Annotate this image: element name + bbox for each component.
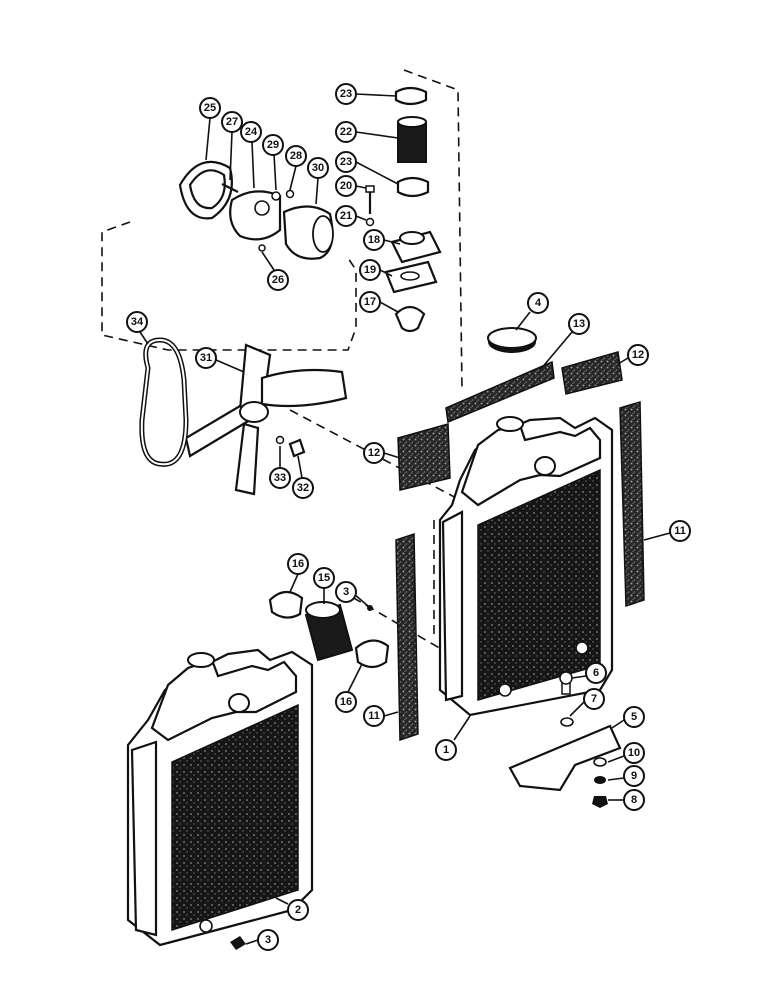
callout-number: 23 xyxy=(340,88,352,100)
callout-31: 31 xyxy=(195,347,217,369)
callout-17: 17 xyxy=(359,291,381,313)
callout-number: 33 xyxy=(274,472,286,484)
callout-9: 9 xyxy=(623,765,645,787)
radiator-lower-assembly xyxy=(126,648,314,947)
lower-hose-and-clamps xyxy=(268,590,390,669)
thermostat-housing-parts xyxy=(365,86,442,333)
callout-number: 19 xyxy=(364,264,376,276)
callout-number: 4 xyxy=(535,297,542,309)
callout-number: 6 xyxy=(593,667,599,679)
radiator-cap xyxy=(487,327,537,353)
callout-21: 21 xyxy=(335,205,357,227)
callout-number: 17 xyxy=(364,296,376,308)
callout-number: 12 xyxy=(632,349,644,361)
callout-34: 34 xyxy=(126,311,148,333)
callout-11-right: 11 xyxy=(669,520,691,542)
callout-32: 32 xyxy=(292,477,314,499)
callout-12-left: 12 xyxy=(363,442,385,464)
callout-18: 18 xyxy=(363,229,385,251)
callout-20: 20 xyxy=(335,175,357,197)
callout-25: 25 xyxy=(199,97,221,119)
callout-number: 3 xyxy=(343,586,349,598)
callout-number: 25 xyxy=(204,102,216,114)
callout-27: 27 xyxy=(221,111,243,133)
callout-number: 32 xyxy=(297,482,309,494)
callout-number: 8 xyxy=(631,794,637,806)
callout-number: 23 xyxy=(340,156,352,168)
callout-number: 3 xyxy=(265,934,271,946)
callout-7: 7 xyxy=(583,688,605,710)
callout-number: 18 xyxy=(368,234,380,246)
callout-5: 5 xyxy=(623,706,645,728)
callout-number: 21 xyxy=(340,210,352,222)
callout-30: 30 xyxy=(307,157,329,179)
callout-33: 33 xyxy=(269,467,291,489)
callout-number: 30 xyxy=(312,162,324,174)
callout-number: 28 xyxy=(290,150,302,162)
callout-28: 28 xyxy=(285,145,307,167)
callout-number: 1 xyxy=(443,744,449,756)
callout-26: 26 xyxy=(267,269,289,291)
callout-3-upper: 3 xyxy=(335,581,357,603)
callout-12-right: 12 xyxy=(627,344,649,366)
callout-2: 2 xyxy=(287,899,309,921)
callout-number: 27 xyxy=(226,116,238,128)
callout-19: 19 xyxy=(359,259,381,281)
callout-8: 8 xyxy=(623,789,645,811)
callout-number: 34 xyxy=(131,316,144,328)
callout-number: 10 xyxy=(628,747,640,759)
callout-16-lower: 16 xyxy=(335,691,357,713)
callout-4: 4 xyxy=(527,292,549,314)
callout-number: 13 xyxy=(573,318,585,330)
callout-number: 16 xyxy=(292,558,304,570)
callout-11-left: 11 xyxy=(363,705,385,727)
callout-13: 13 xyxy=(568,313,590,335)
callouts: 1 2 3 3 4 5 6 7 8 9 10 11 11 12 12 13 15 xyxy=(126,83,691,951)
fan xyxy=(184,343,348,496)
callout-number: 9 xyxy=(631,770,637,782)
fan-belt xyxy=(139,337,189,467)
callout-number: 26 xyxy=(272,274,284,286)
callout-number: 11 xyxy=(368,710,380,722)
callout-number: 5 xyxy=(631,711,637,723)
callout-3-lower: 3 xyxy=(257,929,279,951)
callout-10: 10 xyxy=(623,742,645,764)
callout-number: 12 xyxy=(368,447,380,459)
callout-15: 15 xyxy=(313,567,335,589)
callout-number: 2 xyxy=(295,904,301,916)
callout-1: 1 xyxy=(435,739,457,761)
radiator-upper-assembly xyxy=(438,416,614,717)
callout-23-lower: 23 xyxy=(335,151,357,173)
callout-number: 22 xyxy=(340,126,352,138)
callout-22: 22 xyxy=(335,121,357,143)
callout-number: 16 xyxy=(340,696,352,708)
callout-number: 31 xyxy=(200,352,212,364)
callout-16-upper: 16 xyxy=(287,553,309,575)
foam-strips xyxy=(395,351,645,742)
callout-number: 7 xyxy=(591,693,597,705)
callout-number: 11 xyxy=(674,525,686,537)
callout-number: 24 xyxy=(245,126,258,138)
callout-6: 6 xyxy=(585,662,607,684)
mounting-bracket-hardware xyxy=(230,671,622,950)
callout-number: 29 xyxy=(267,139,279,151)
water-pump-parts xyxy=(178,160,334,260)
callout-23-upper: 23 xyxy=(335,83,357,105)
callout-24: 24 xyxy=(240,121,262,143)
callout-number: 15 xyxy=(318,572,330,584)
callout-29: 29 xyxy=(262,134,284,156)
callout-number: 20 xyxy=(340,180,352,192)
